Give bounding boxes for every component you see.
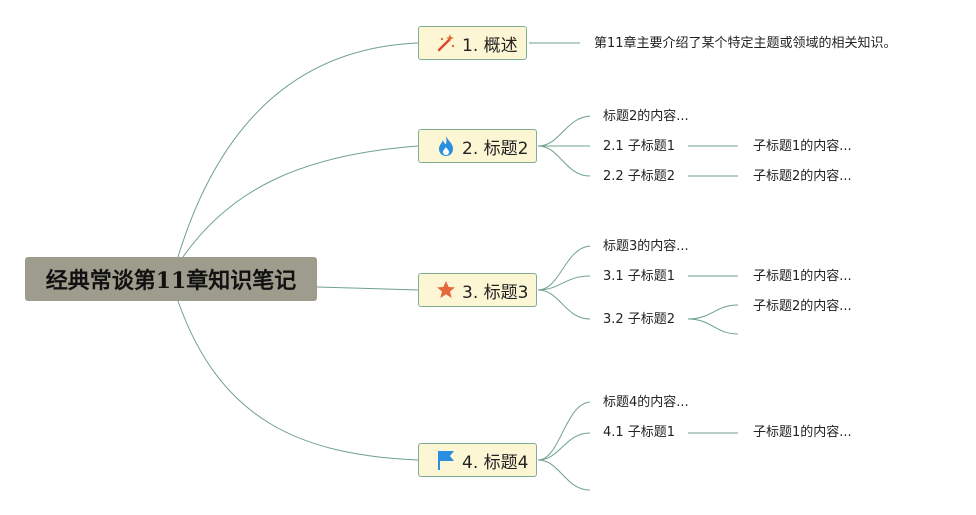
subtopic-4-1[interactable]: 4.1 子标题1 [603, 425, 676, 440]
subtopic-3-1[interactable]: 3.1 子标题1 [603, 269, 676, 284]
topic-1-label: 1. 概述 [462, 35, 518, 56]
magic-wand-icon [435, 32, 457, 54]
topic-3-content: 标题3的内容... [603, 239, 689, 254]
star-icon [435, 279, 457, 301]
subtopic-4-1-content: 子标题1的内容... [753, 425, 852, 440]
topic-2-label: 2. 标题2 [462, 138, 529, 159]
subtopic-2-2-content: 子标题2的内容... [753, 169, 852, 184]
connector-root-topic1 [177, 42, 419, 258]
connector-root-topic3 [316, 286, 419, 291]
root-topic-label: 经典常谈第11章知识笔记 [45, 268, 297, 294]
subtopic-2-1-content: 子标题1的内容... [753, 139, 852, 154]
subtopic-3-1-content: 子标题1的内容... [753, 269, 852, 284]
connector-root-topic4 [177, 300, 419, 461]
connector-root-topic2 [182, 145, 419, 258]
topic-3[interactable]: 3. 标题3 [418, 273, 538, 307]
topic-4[interactable]: 4. 标题4 [418, 443, 538, 477]
topic-2[interactable]: 2. 标题2 [418, 129, 538, 163]
topic-4-content: 标题4的内容... [603, 395, 689, 410]
root-topic[interactable]: 经典常谈第11章知识笔记 [25, 257, 317, 301]
flag-icon [435, 449, 457, 471]
subtopic-2-2[interactable]: 2.2 子标题2 [603, 169, 676, 184]
subtopic-3-2-content: 子标题2的内容... [753, 299, 852, 314]
fire-icon [435, 135, 457, 157]
topic-4-label: 4. 标题4 [462, 452, 529, 473]
subtopic-2-1[interactable]: 2.1 子标题1 [603, 139, 676, 154]
topic-1[interactable]: 1. 概述 [418, 26, 527, 60]
topic-3-label: 3. 标题3 [462, 282, 529, 303]
subtopic-3-2[interactable]: 3.2 子标题2 [603, 312, 676, 327]
topic-1-summary: 第11章主要介绍了某个特定主题或领域的相关知识。 [594, 36, 897, 51]
topic-2-content: 标题2的内容... [603, 109, 689, 124]
